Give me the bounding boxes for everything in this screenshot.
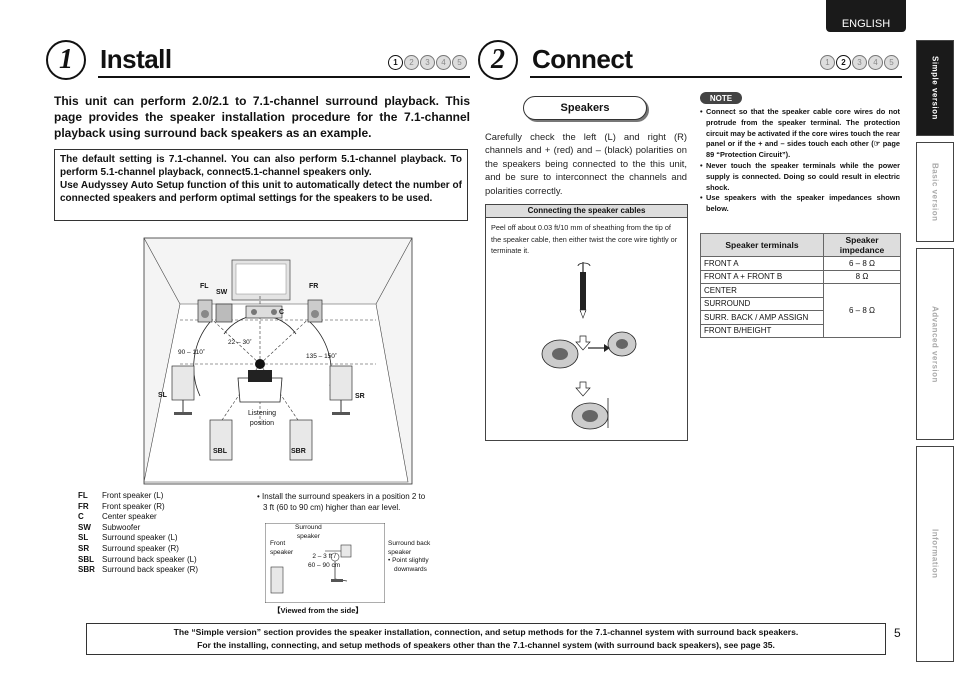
install-title-rule [98, 76, 470, 78]
tab-information[interactable]: Information [916, 446, 954, 662]
tab-simple-version[interactable]: Simple version [916, 40, 954, 136]
install-nav-step-2[interactable]: 2 [404, 55, 419, 70]
language-label: ENGLISH [841, 18, 891, 30]
connect-steps-nav: 1 2 3 4 5 [820, 55, 899, 70]
connect-nav-step-4[interactable]: 4 [868, 55, 883, 70]
install-intro: This unit can perform 2.0/2.1 to 7.1-cha… [54, 94, 470, 140]
side-view-diagram [265, 523, 385, 603]
install-nav-step-1[interactable]: 1 [388, 55, 403, 70]
tab-basic-version[interactable]: Basic version [916, 142, 954, 242]
step-number-connect: 2 [478, 40, 518, 80]
surround-height-note: • Install the surround speakers in a pos… [257, 492, 426, 512]
install-box-line2: Use Audyssey Auto Setup function of this… [60, 180, 462, 204]
label-sr: SR [355, 393, 365, 400]
angle-right: 135 – 150˚ [306, 353, 338, 360]
listening-position-label: Listening position [247, 410, 277, 427]
side-surround-label: Surround speaker [295, 524, 322, 540]
connect-nav-step-5[interactable]: 5 [884, 55, 899, 70]
connect-title: Connect [532, 44, 633, 74]
note-item: •Never touch the speaker terminals while… [700, 160, 900, 192]
cable-connection-illustration [541, 262, 637, 430]
connect-notes: •Connect so that the speaker cable core … [700, 107, 900, 215]
speaker-cables-box: Connecting the speaker cables Peel off a… [485, 204, 688, 441]
speaker-layout-diagram [143, 237, 413, 485]
note-label: NOTE [700, 92, 742, 104]
footer-line1: The “Simple version” section provides th… [173, 627, 799, 637]
connect-body-text: Carefully check the left (L) and right (… [485, 131, 687, 196]
language-tab[interactable]: ENGLISH [826, 0, 906, 32]
label-fl: FL [200, 283, 209, 290]
install-title: Install [100, 44, 172, 74]
label-sw: SW [216, 289, 228, 296]
speakers-section-label: Speakers [523, 96, 647, 120]
connect-nav-step-1[interactable]: 1 [820, 55, 835, 70]
note-item: •Use speakers with the speaker impedance… [700, 193, 900, 214]
step-number-install: 1 [46, 40, 86, 80]
cables-box-text: Peel off about 0.03 ft/10 mm of sheathin… [491, 223, 678, 255]
angle-left: 90 – 110˚ [178, 349, 205, 356]
side-view-caption: 【Viewed from the side】 [273, 606, 363, 615]
page-number: 5 [894, 626, 901, 640]
footer-line2: For the installing, connecting, and setu… [197, 640, 775, 650]
install-nav-step-3[interactable]: 3 [420, 55, 435, 70]
label-sbl: SBL [213, 448, 227, 455]
table-row: FRONT B/HEIGHT [700, 323, 901, 338]
cables-box-title: Connecting the speaker cables [486, 205, 687, 218]
connect-nav-step-3[interactable]: 3 [852, 55, 867, 70]
side-front-label: Front speaker [270, 540, 294, 556]
install-nav-step-5[interactable]: 5 [452, 55, 467, 70]
table-row: SURR. BACK / AMP ASSIGN [700, 310, 901, 325]
install-box-line1: The default setting is 7.1-channel. You … [60, 154, 462, 178]
note-item: •Connect so that the speaker cable core … [700, 107, 900, 160]
side-back-label: Surround back speaker • Point slightly d… [388, 540, 431, 574]
table-row: SURROUND [700, 296, 901, 311]
install-steps-nav: 1 2 3 4 5 [388, 55, 467, 70]
label-sbr: SBR [291, 448, 306, 455]
angle-front: 22 – 30˚ [228, 339, 252, 346]
install-default-box: The default setting is 7.1-channel. You … [54, 149, 468, 221]
label-sl: SL [158, 392, 167, 399]
tab-advanced-version[interactable]: Advanced version [916, 248, 954, 440]
footer-note: The “Simple version” section provides th… [86, 623, 886, 655]
install-nav-step-4[interactable]: 4 [436, 55, 451, 70]
table-header-terminals: Speaker terminals [700, 233, 824, 257]
connect-title-rule [530, 76, 902, 78]
side-height-label: 2 – 3 ft / 60 – 90 cm [308, 553, 341, 569]
label-fr: FR [309, 283, 319, 290]
label-c: C [279, 309, 285, 316]
connect-nav-step-2[interactable]: 2 [836, 55, 851, 70]
